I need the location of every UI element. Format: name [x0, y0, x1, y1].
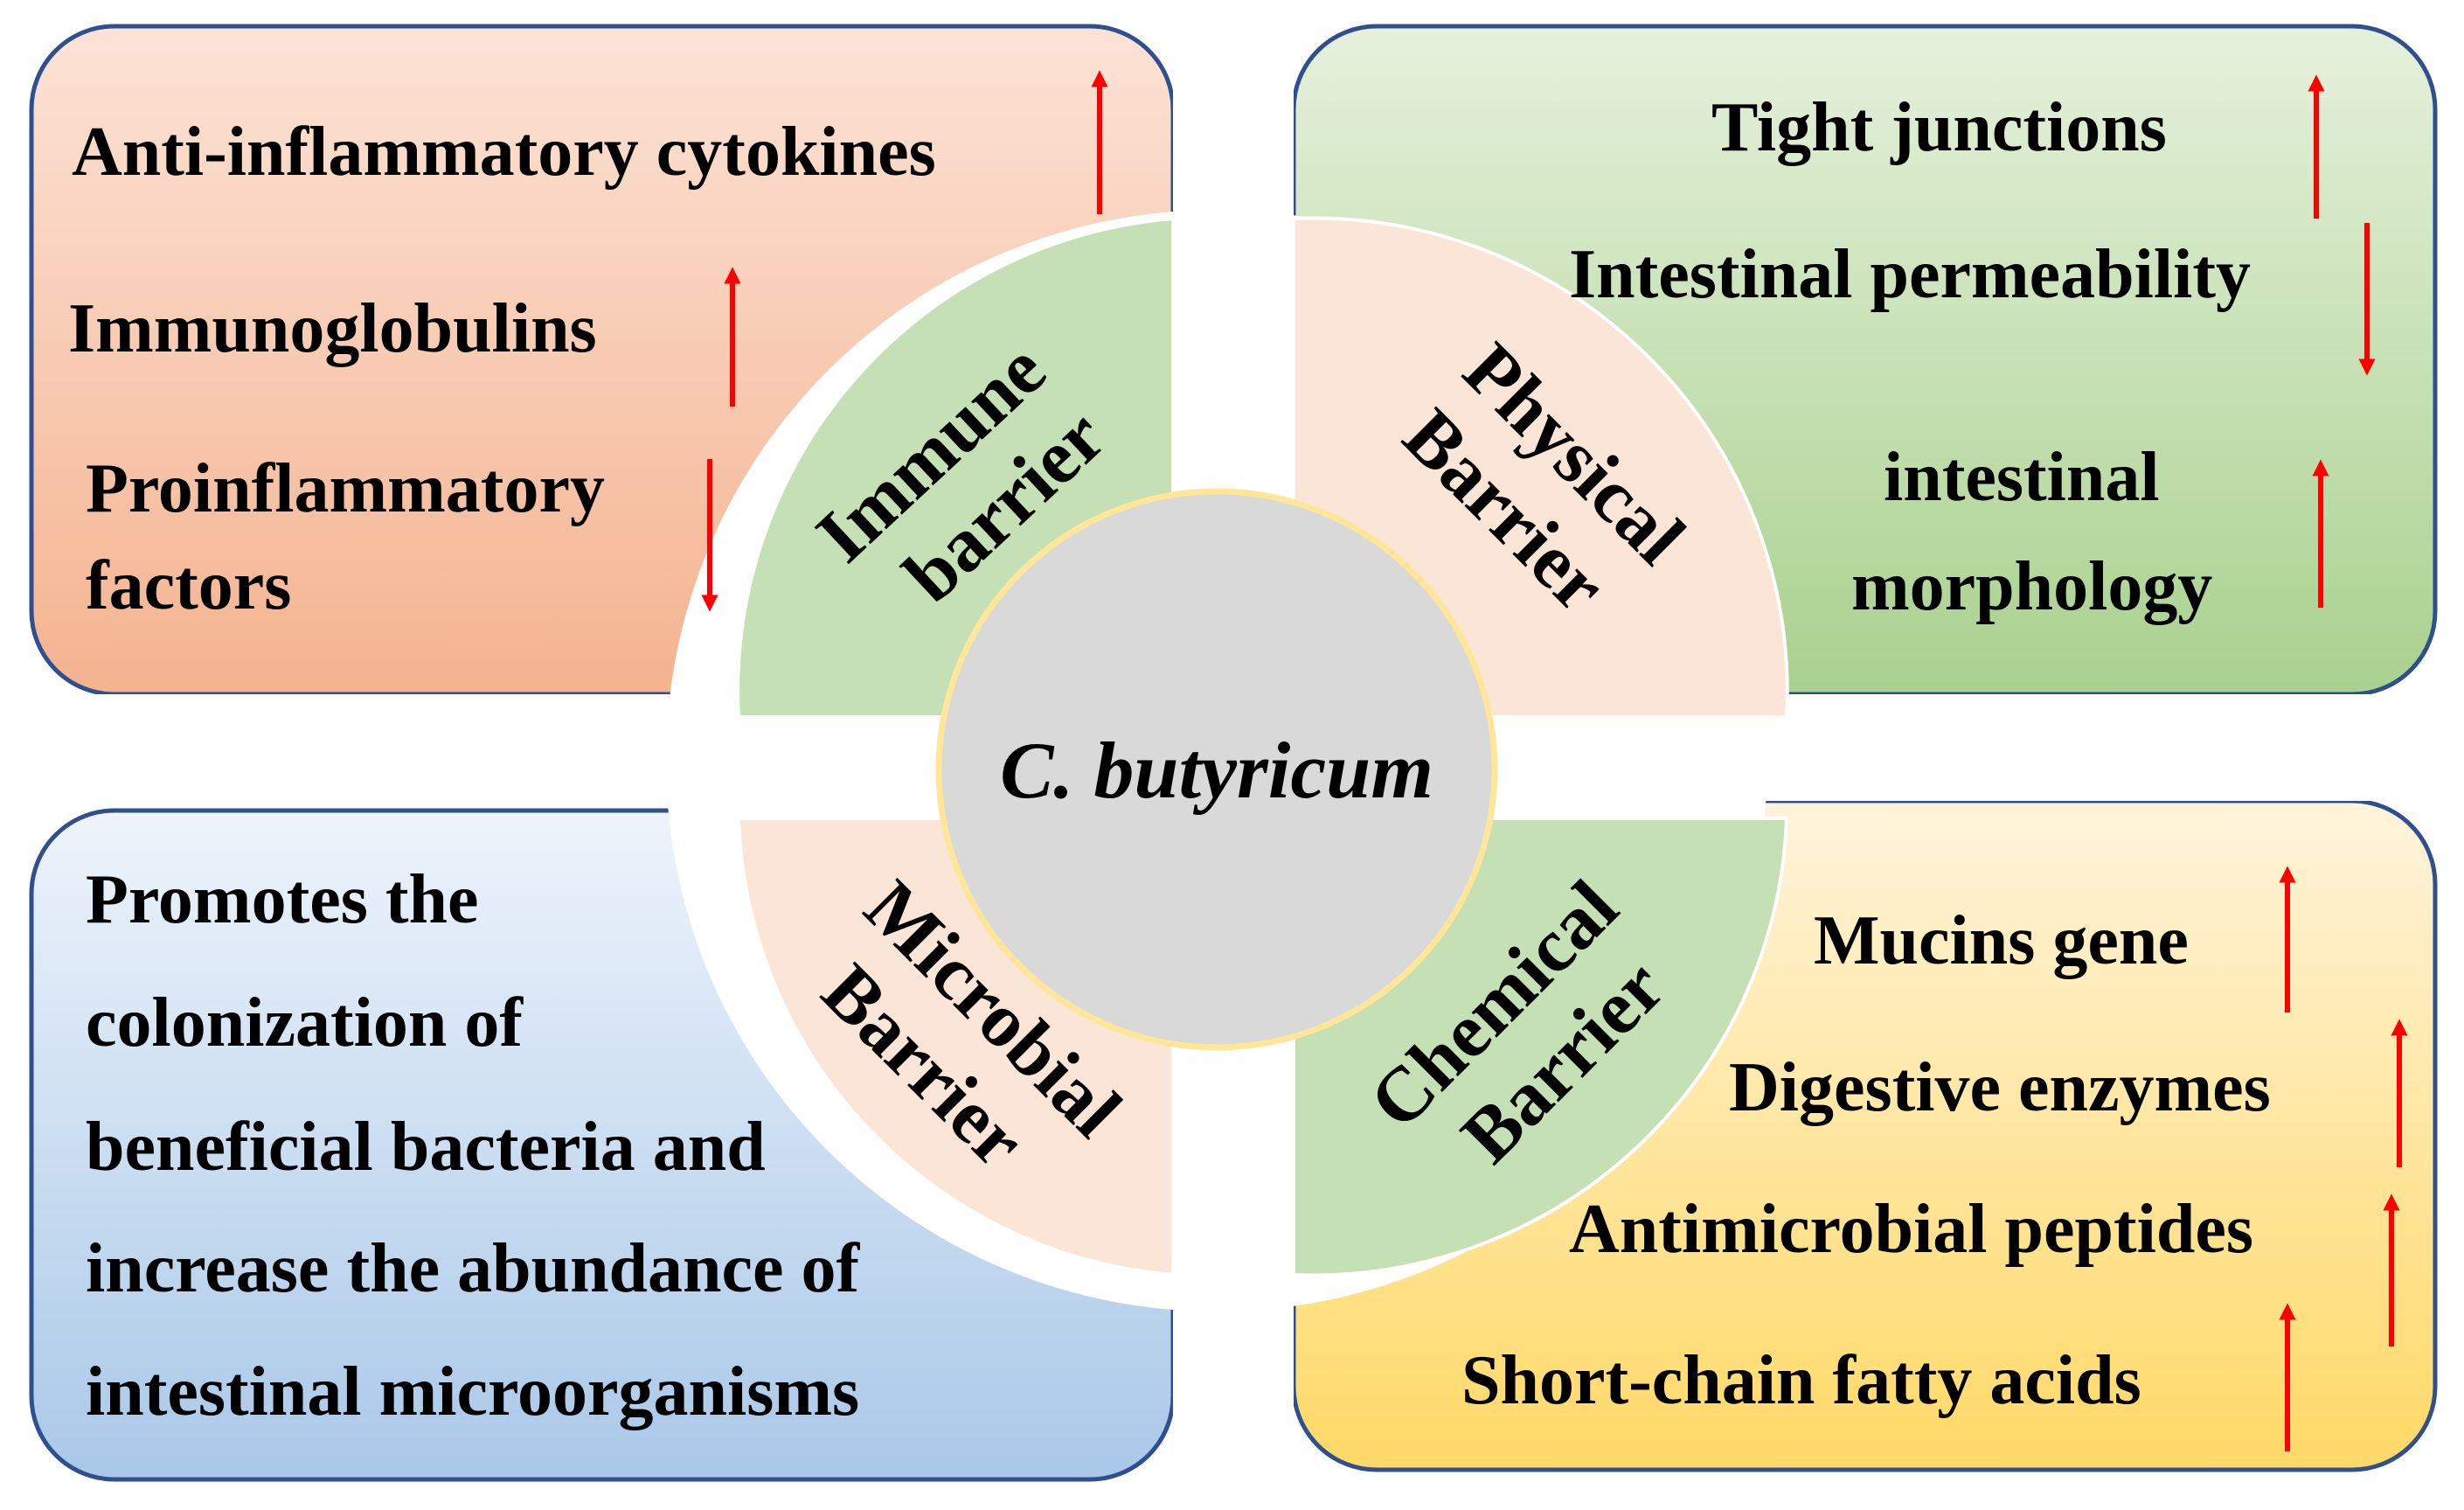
microbial-line-2: colonization of: [86, 985, 524, 1061]
center-circle: [935, 488, 1498, 1051]
chemical-item-1: Mucins gene: [1814, 902, 2189, 979]
physical-item-2: Intestinal permeability: [1569, 236, 2251, 313]
microbial-line-1: Promotes the: [86, 861, 479, 938]
immune-item-4: factors: [86, 547, 291, 624]
chemical-item-4: Short-chain fatty acids: [1461, 1342, 2141, 1419]
microbial-line-3: beneficial bacteria and: [86, 1109, 766, 1186]
center-label: C. butyricum: [1000, 726, 1433, 815]
microbial-line-4: increase the abundance of: [86, 1230, 861, 1307]
chemical-item-3: Antimicrobial peptides: [1569, 1191, 2253, 1268]
immune-item-2: Immunoglobulins: [68, 290, 597, 367]
physical-item-3: intestinal: [1884, 439, 2160, 516]
immune-item-1: Anti-inflammatory cytokines: [72, 114, 936, 191]
chemical-item-2: Digestive enzymes: [1729, 1049, 2271, 1126]
immune-item-3: Proinflammatory: [86, 450, 605, 527]
physical-item-1: Tight junctions: [1711, 89, 2167, 166]
physical-item-4: morphology: [1851, 548, 2212, 625]
microbial-line-5: intestinal microorganisms: [86, 1353, 859, 1430]
